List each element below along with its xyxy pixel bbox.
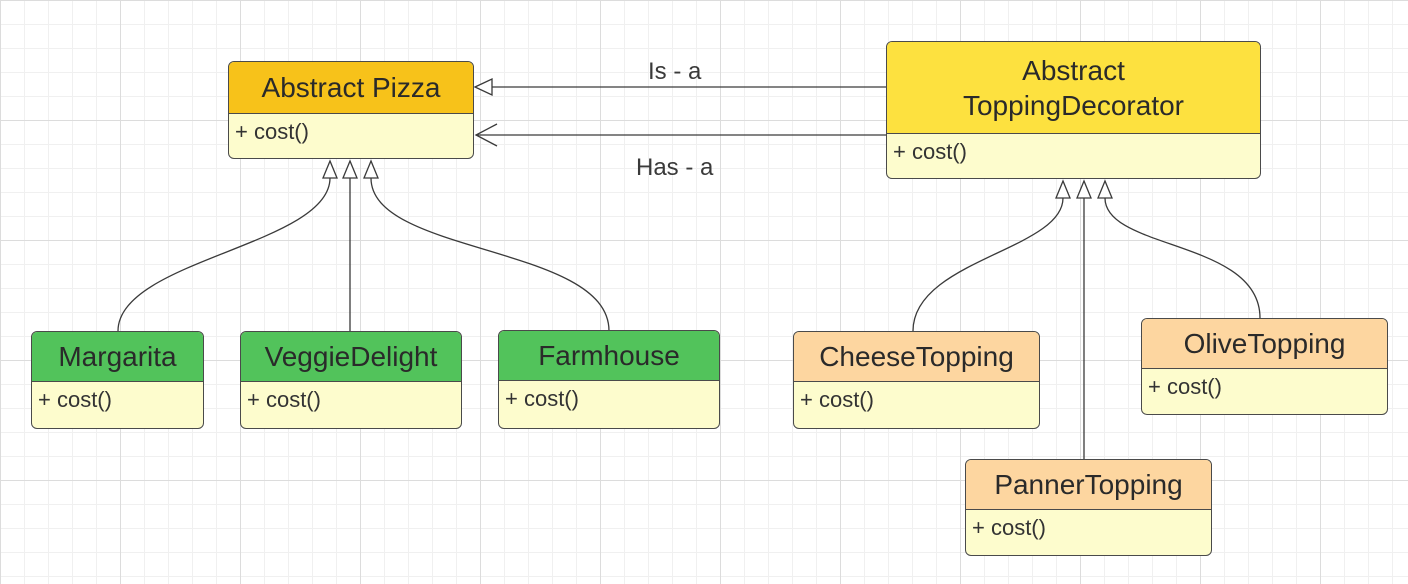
class-abstract-pizza-method: + cost() bbox=[235, 119, 309, 144]
class-abstract-topping-decorator-method: + cost() bbox=[893, 139, 967, 164]
class-olive-topping-method: + cost() bbox=[1148, 374, 1222, 399]
class-veggie-delight-method: + cost() bbox=[247, 387, 321, 412]
class-cheese-topping[interactable]: CheeseTopping + cost() bbox=[793, 331, 1040, 429]
class-farmhouse-name: Farmhouse bbox=[499, 331, 719, 381]
has-a-label: Has - a bbox=[636, 154, 714, 181]
margarita-inheritance-connector[interactable] bbox=[117, 159, 338, 332]
class-farmhouse[interactable]: Farmhouse + cost() bbox=[498, 330, 720, 429]
class-panner-topping-method: + cost() bbox=[972, 515, 1046, 540]
class-panner-topping[interactable]: PannerTopping + cost() bbox=[965, 459, 1212, 556]
class-veggie-delight-name: VeggieDelight bbox=[241, 332, 461, 382]
class-margarita-name: Margarita bbox=[32, 332, 203, 382]
class-margarita-method: + cost() bbox=[38, 387, 112, 412]
class-abstract-topping-decorator-name: Abstract ToppingDecorator bbox=[887, 42, 1260, 134]
panner-topping-inheritance-connector[interactable] bbox=[1076, 179, 1092, 460]
class-abstract-topping-decorator[interactable]: Abstract ToppingDecorator + cost() bbox=[886, 41, 1261, 179]
has-a-connector[interactable] bbox=[474, 123, 886, 147]
cheese-topping-inheritance-connector[interactable] bbox=[912, 179, 1071, 332]
class-abstract-pizza-name: Abstract Pizza bbox=[229, 62, 473, 114]
olive-topping-inheritance-connector[interactable] bbox=[1097, 179, 1261, 319]
is-a-label: Is - a bbox=[648, 58, 702, 85]
class-veggie-delight[interactable]: VeggieDelight + cost() bbox=[240, 331, 462, 429]
class-cheese-topping-method: + cost() bbox=[800, 387, 874, 412]
farmhouse-inheritance-connector[interactable] bbox=[363, 159, 610, 332]
class-olive-topping[interactable]: OliveTopping + cost() bbox=[1141, 318, 1388, 415]
class-olive-topping-name: OliveTopping bbox=[1142, 319, 1387, 369]
class-panner-topping-name: PannerTopping bbox=[966, 460, 1211, 510]
class-farmhouse-method: + cost() bbox=[505, 386, 579, 411]
class-cheese-topping-name: CheeseTopping bbox=[794, 332, 1039, 382]
veggie-delight-inheritance-connector[interactable] bbox=[342, 159, 358, 331]
class-margarita[interactable]: Margarita + cost() bbox=[31, 331, 204, 429]
class-abstract-pizza[interactable]: Abstract Pizza + cost() bbox=[228, 61, 474, 159]
is-a-connector[interactable] bbox=[473, 77, 886, 97]
